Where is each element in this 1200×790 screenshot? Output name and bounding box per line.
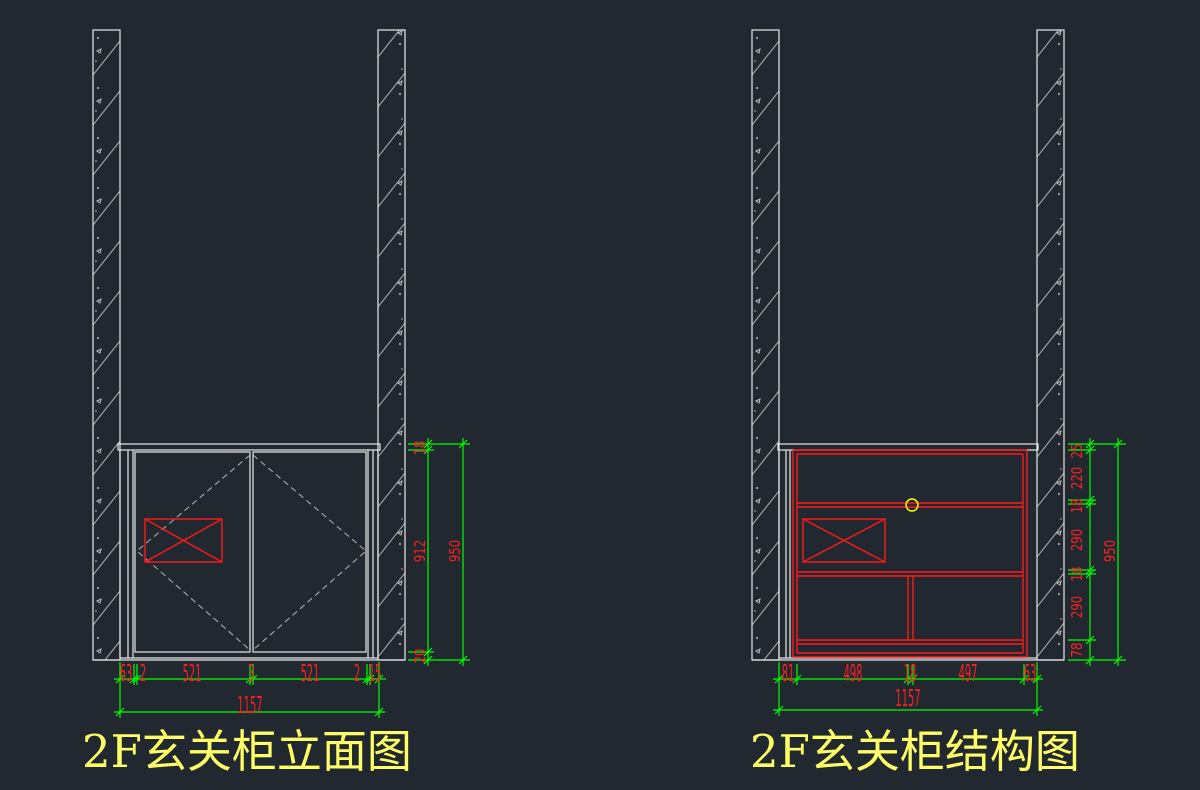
dim-label-width-segment: 2 — [140, 662, 146, 688]
dim-label-width-segment: 2 — [354, 662, 360, 688]
dim-label-width-segment: 63 — [1024, 662, 1037, 688]
dim-label-height-segment: 912 — [413, 540, 430, 562]
wall-left — [92, 29, 121, 661]
dim-label-width-segment: 498 — [844, 662, 863, 688]
dim-label-width-segment: 497 — [959, 662, 978, 688]
structure-title: 2F玄关柜结构图 — [750, 725, 1080, 778]
dim-label-total-width: 1157 — [895, 687, 920, 713]
dim-label-height-segment: 78 — [1070, 643, 1087, 658]
dim-label-total-height: 950 — [448, 540, 465, 562]
height-dimension-lines — [408, 438, 470, 666]
bottom-panel — [797, 639, 1023, 645]
handle-circle-icon — [905, 498, 919, 512]
cabinet-elevation — [117, 443, 381, 659]
door-right-swing-lines — [252, 454, 367, 651]
dim-label-height-segment: 25 — [1070, 444, 1087, 459]
dim-label-width-segment: 63 — [120, 662, 133, 688]
dim-label-height-segment: 290 — [1070, 529, 1087, 551]
base-plinth — [793, 652, 1027, 658]
width-dimension-lines — [773, 662, 1043, 716]
width-dimension-lines — [114, 662, 386, 718]
dim-label-height-segment: 20 — [413, 649, 430, 664]
wall-left — [751, 29, 780, 661]
wall-right — [377, 29, 406, 661]
dim-label-total-width: 1157 — [237, 694, 262, 720]
dim-label-height-segment: 290 — [1070, 596, 1087, 618]
dim-label-width-segment: 521 — [183, 662, 202, 688]
shelf-upper — [797, 502, 1023, 508]
height-dimension-lines — [1068, 438, 1126, 666]
dim-label-width-segment: 18 — [904, 662, 917, 688]
vertical-divider — [907, 576, 914, 640]
door-left-swing-lines — [136, 454, 251, 651]
dim-label-height-segment: 18 — [1070, 499, 1087, 514]
dim-label-height-segment: 18 — [1070, 567, 1087, 582]
dim-label-width-segment: 3 — [248, 662, 254, 688]
door-right — [252, 451, 367, 653]
top-panel — [793, 449, 1027, 455]
dim-label-width-segment: 15 — [369, 662, 382, 688]
door-left — [134, 451, 251, 653]
dim-label-width-segment: 81 — [782, 662, 795, 688]
dim-label-width-segment: 521 — [301, 662, 320, 688]
dim-label-total-height: 950 — [1103, 540, 1120, 562]
countertop — [777, 443, 1039, 451]
wall-right — [1036, 29, 1065, 661]
side-panel — [792, 450, 1028, 657]
shelf-middle — [797, 571, 1023, 577]
structure-drawing: 25 220 18 290 18 290 78 950 81 498 18 49… — [750, 29, 1126, 778]
cabinet-structure-panels — [792, 449, 1028, 658]
elevation-title: 2F玄关柜立面图 — [82, 725, 412, 778]
countertop — [117, 443, 381, 451]
dim-label-height-segment: 220 — [1070, 467, 1087, 489]
elevation-drawing: 18 912 20 950 63 2 521 3 521 2 15 1157 2… — [82, 29, 470, 778]
equipment-box-marker — [144, 518, 223, 563]
dim-label-height-segment: 18 — [413, 441, 430, 456]
equipment-box-marker — [802, 518, 886, 563]
